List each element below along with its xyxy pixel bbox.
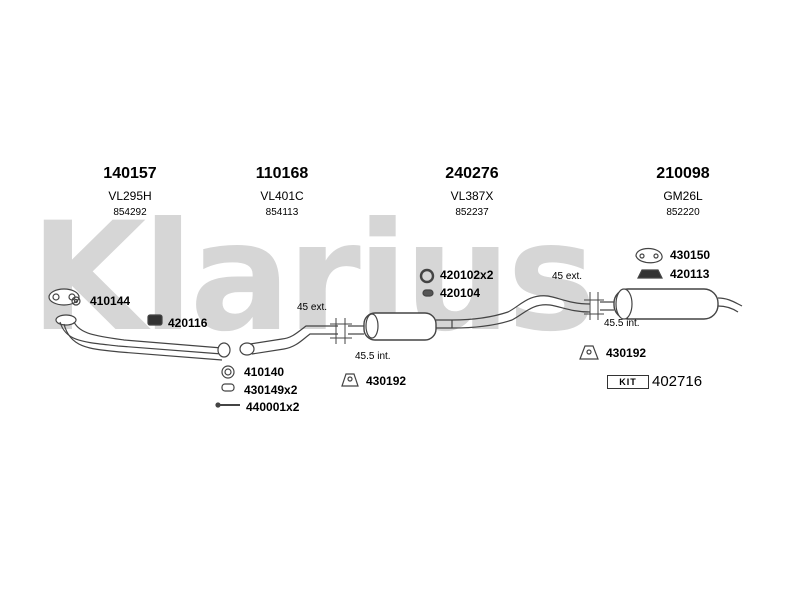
- rubber-hanger-icon: [579, 345, 599, 360]
- section-part-number: 140157: [103, 165, 157, 182]
- rubber-hanger-icon: [341, 373, 359, 387]
- intermediate-pipe-110168: [239, 325, 338, 356]
- section-code: GM26L: [663, 189, 703, 203]
- part-label: 430149x2: [244, 383, 298, 397]
- section-code: VL387X: [450, 189, 494, 203]
- bolt-icon: [215, 402, 240, 408]
- clamp-icon: [221, 383, 235, 392]
- clamp-icon: [422, 289, 434, 297]
- joint-note: 45 ext.: [297, 302, 328, 313]
- section-ref: 854113: [265, 207, 299, 218]
- section-code: VL401C: [260, 189, 304, 203]
- section-part-number: 240276: [445, 165, 499, 182]
- section-part-number: 110168: [255, 165, 309, 182]
- klarius-watermark: Klarius: [30, 208, 596, 348]
- part-label: 420102x2: [440, 268, 494, 282]
- part-label: 420104: [440, 286, 481, 300]
- part-label: 430150: [670, 248, 711, 262]
- section-code: VL295H: [108, 189, 152, 203]
- part-label: 420113: [670, 267, 710, 281]
- gasket-icon: [635, 247, 663, 264]
- gasket-ring-icon: [221, 365, 235, 379]
- joint-note: 45.5 int.: [604, 318, 640, 329]
- rubber-mount-icon: [147, 314, 163, 326]
- rear-silencer-210098: [600, 288, 743, 320]
- joint-clamp-2: [584, 292, 604, 320]
- gasket-ring-icon: [419, 268, 435, 284]
- part-label: 410144: [90, 294, 131, 308]
- section-ref: 852220: [666, 207, 700, 218]
- rubber-mount-icon: [637, 269, 663, 279]
- kit-number: 402716: [652, 373, 703, 390]
- part-label: 440001x2: [246, 400, 300, 414]
- joint-clamp-1: [330, 318, 352, 344]
- kit-badge: KIT: [607, 375, 649, 389]
- centre-silencer-240276: [348, 295, 591, 341]
- gasket-icon: [71, 296, 81, 306]
- section-part-number: 210098: [656, 165, 710, 182]
- part-label: 420116: [168, 316, 208, 330]
- section-ref: 854292: [113, 207, 147, 218]
- part-label: 430192: [366, 374, 407, 388]
- joint-note: 45.5 int.: [355, 351, 391, 362]
- section-ref: 852237: [455, 207, 489, 218]
- part-label: 430192: [606, 346, 647, 360]
- part-label: 410140: [244, 365, 285, 379]
- joint-note: 45 ext.: [552, 271, 583, 282]
